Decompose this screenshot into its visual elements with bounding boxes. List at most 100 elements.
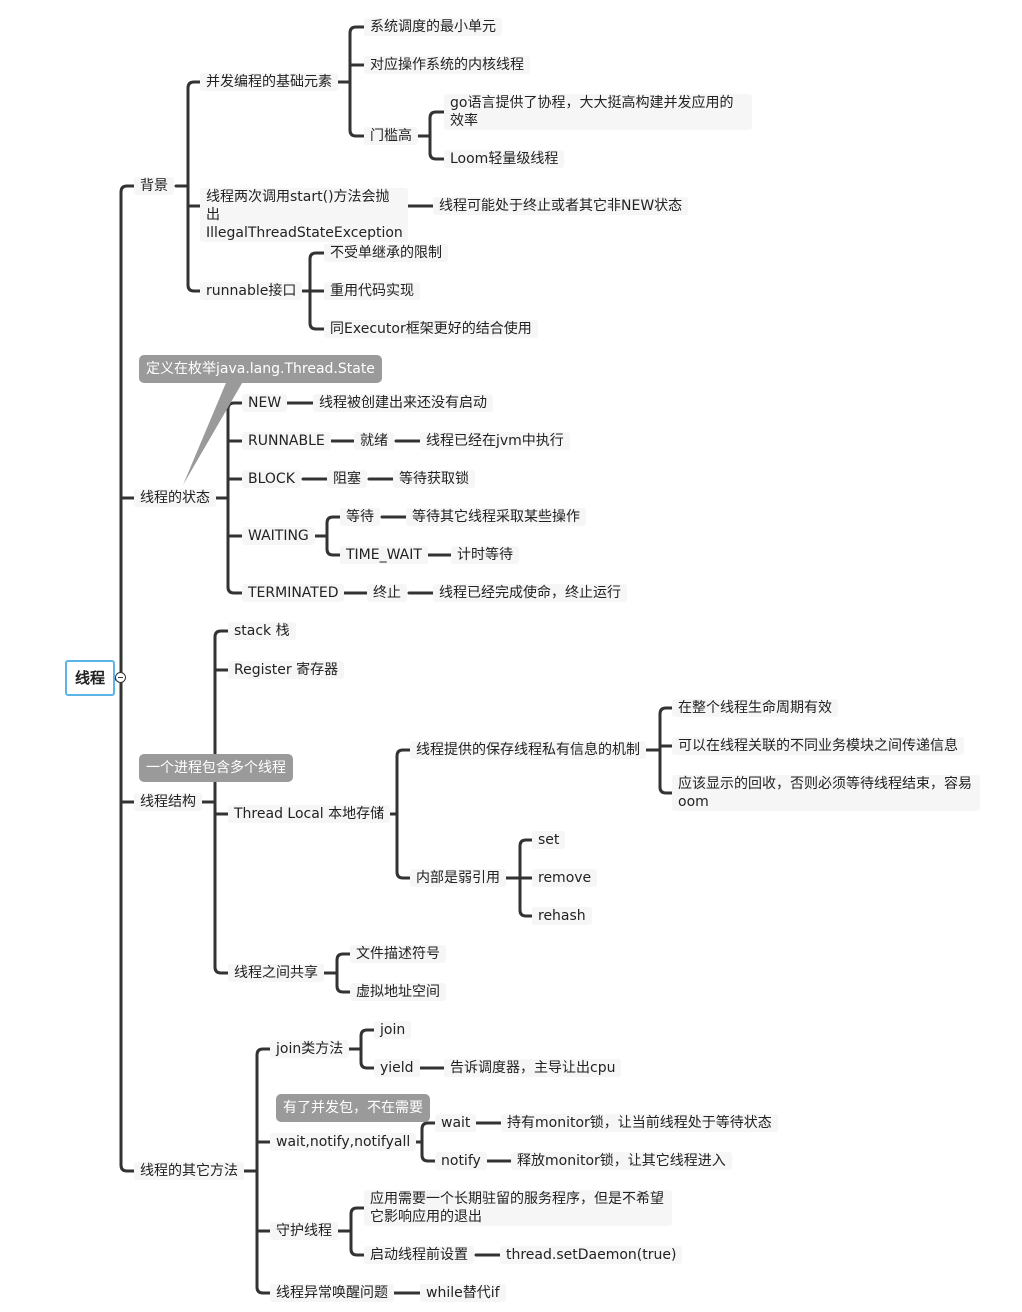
callout-state-enum: 定义在枚举java.lang.Thread.State xyxy=(139,355,382,383)
connector xyxy=(186,80,202,90)
root-node[interactable]: 线程 xyxy=(65,660,116,696)
node-wait-notify[interactable]: wait,notify,notifyall xyxy=(270,1133,417,1151)
node-daemon-desc[interactable]: 应用需要一个长期驻留的服务程序，但是不希望它影响应用的退出 xyxy=(364,1190,672,1226)
connector xyxy=(325,515,342,525)
node-wait[interactable]: wait xyxy=(435,1114,477,1132)
node-notify[interactable]: notify xyxy=(435,1152,487,1170)
node-register[interactable]: Register 寄存器 xyxy=(228,661,345,679)
connector xyxy=(420,1153,437,1163)
node-loom[interactable]: Loom轻量级线程 xyxy=(444,150,565,168)
collapse-icon[interactable] xyxy=(115,672,126,683)
node-state-runnable-desc[interactable]: 线程已经在jvm中执行 xyxy=(420,432,570,450)
connector xyxy=(395,870,412,880)
node-stack[interactable]: stack 栈 xyxy=(228,622,296,640)
node-state-wait-desc[interactable]: 等待其它线程采取某些操作 xyxy=(406,508,586,526)
node-tl-pass-info[interactable]: 可以在线程关联的不同业务模块之间传递信息 xyxy=(672,737,964,755)
node-reuse-code[interactable]: 重用代码实现 xyxy=(324,282,420,300)
node-state-runnable[interactable]: RUNNABLE xyxy=(242,432,331,450)
connector xyxy=(226,585,244,595)
connector xyxy=(335,984,352,994)
node-state-terminated-desc[interactable]: 线程已经完成使命，终止运行 xyxy=(433,584,627,602)
connector xyxy=(226,401,244,411)
connector xyxy=(349,1247,366,1257)
node-tl-rehash[interactable]: rehash xyxy=(532,907,592,925)
node-thread-local[interactable]: Thread Local 本地存储 xyxy=(228,805,391,823)
node-yield-desc[interactable]: 告诉调度器，主导让出cpu xyxy=(444,1059,622,1077)
node-daemon-before-start[interactable]: 启动线程前设置 xyxy=(364,1246,474,1264)
node-thread-states[interactable]: 线程的状态 xyxy=(134,489,216,507)
node-kernel-thread[interactable]: 对应操作系统的内核线程 xyxy=(364,56,530,74)
node-set-daemon[interactable]: thread.setDaemon(true) xyxy=(500,1246,683,1264)
callout-pointer xyxy=(183,378,245,485)
node-concurrency-basics[interactable]: 并发编程的基础元素 xyxy=(200,73,338,91)
node-tl-weak-ref[interactable]: 内部是弱引用 xyxy=(410,869,506,887)
connector xyxy=(420,1121,437,1131)
connector xyxy=(119,1163,136,1173)
node-state-ready[interactable]: 就绪 xyxy=(354,432,394,450)
node-state-end[interactable]: 终止 xyxy=(367,584,407,602)
node-thread-structure[interactable]: 线程结构 xyxy=(134,793,202,811)
node-tl-mechanism[interactable]: 线程提供的保存线程私有信息的机制 xyxy=(410,741,646,759)
connector xyxy=(255,1285,272,1295)
node-runnable-interface[interactable]: runnable接口 xyxy=(200,282,303,300)
node-executor[interactable]: 同Executor框架更好的结合使用 xyxy=(324,320,538,338)
node-shared[interactable]: 线程之间共享 xyxy=(228,964,324,982)
connector xyxy=(518,908,534,918)
node-tl-set[interactable]: set xyxy=(532,831,566,849)
node-no-single-inheritance[interactable]: 不受单继承的限制 xyxy=(324,244,448,262)
connector xyxy=(186,283,202,293)
connector xyxy=(348,128,366,138)
node-notify-desc[interactable]: 释放monitor锁，让其它线程进入 xyxy=(511,1152,732,1170)
connector xyxy=(348,25,366,35)
node-state-time-wait[interactable]: TIME_WAIT xyxy=(340,546,428,564)
node-yield[interactable]: yield xyxy=(374,1059,420,1077)
node-terminated-state[interactable]: 线程可能处于终止或者其它非NEW状态 xyxy=(433,197,689,215)
node-high-threshold[interactable]: 门槛高 xyxy=(364,127,418,145)
node-tl-lifecycle[interactable]: 在整个线程生命周期有效 xyxy=(672,699,838,717)
connector xyxy=(658,706,674,716)
node-spurious-wakeup[interactable]: 线程异常唤醒问题 xyxy=(270,1284,394,1302)
connector xyxy=(308,251,326,261)
node-wait-desc[interactable]: 持有monitor锁，让当前线程处于等待状态 xyxy=(501,1114,778,1132)
node-join-methods[interactable]: join类方法 xyxy=(270,1040,350,1058)
node-go-coroutine[interactable]: go语言提供了协程，大大挺高构建并发应用的效率 xyxy=(444,94,752,130)
connector xyxy=(359,1060,376,1070)
node-tl-remove[interactable]: remove xyxy=(532,869,598,887)
callout-process-threads: 一个进程包含多个线程 xyxy=(139,754,293,782)
connector xyxy=(325,547,342,557)
node-virtual-address[interactable]: 虚拟地址空间 xyxy=(350,983,446,1001)
node-state-new[interactable]: NEW xyxy=(242,394,288,412)
connector xyxy=(213,629,230,639)
callout-not-needed: 有了并发包，不在需要 xyxy=(276,1094,430,1122)
connector xyxy=(518,838,534,848)
node-state-wait[interactable]: 等待 xyxy=(340,508,380,526)
node-background[interactable]: 背景 xyxy=(134,177,174,195)
node-state-blocked[interactable]: 阻塞 xyxy=(327,470,367,488)
node-start-twice[interactable]: 线程两次调用start()方法会抛出IllegalThreadStateExce… xyxy=(200,188,408,242)
node-state-block-desc[interactable]: 等待获取锁 xyxy=(393,470,475,488)
connector xyxy=(349,1206,366,1216)
node-other-methods[interactable]: 线程的其它方法 xyxy=(134,1162,244,1180)
connector xyxy=(359,1028,376,1038)
node-state-terminated[interactable]: TERMINATED xyxy=(242,584,345,602)
node-state-new-desc[interactable]: 线程被创建出来还没有启动 xyxy=(313,394,493,412)
connector xyxy=(213,965,230,975)
connector xyxy=(658,785,674,795)
node-while-instead-if[interactable]: while替代if xyxy=(420,1284,506,1302)
node-state-waiting[interactable]: WAITING xyxy=(242,527,315,545)
node-join[interactable]: join xyxy=(374,1021,412,1039)
connector xyxy=(308,321,326,331)
node-daemon[interactable]: 守护线程 xyxy=(270,1222,338,1240)
connector xyxy=(428,110,446,120)
node-min-scheduling-unit[interactable]: 系统调度的最小单元 xyxy=(364,18,502,36)
node-file-descriptor[interactable]: 文件描述符号 xyxy=(350,945,446,963)
node-state-block[interactable]: BLOCK xyxy=(242,470,301,488)
connector xyxy=(255,1047,272,1057)
connector xyxy=(335,952,352,962)
node-state-time-wait-desc[interactable]: 计时等待 xyxy=(451,546,519,564)
connector xyxy=(119,184,136,194)
node-tl-recycle[interactable]: 应该显示的回收，否则必须等待线程结束，容易oom xyxy=(672,775,980,811)
connector xyxy=(428,151,446,161)
